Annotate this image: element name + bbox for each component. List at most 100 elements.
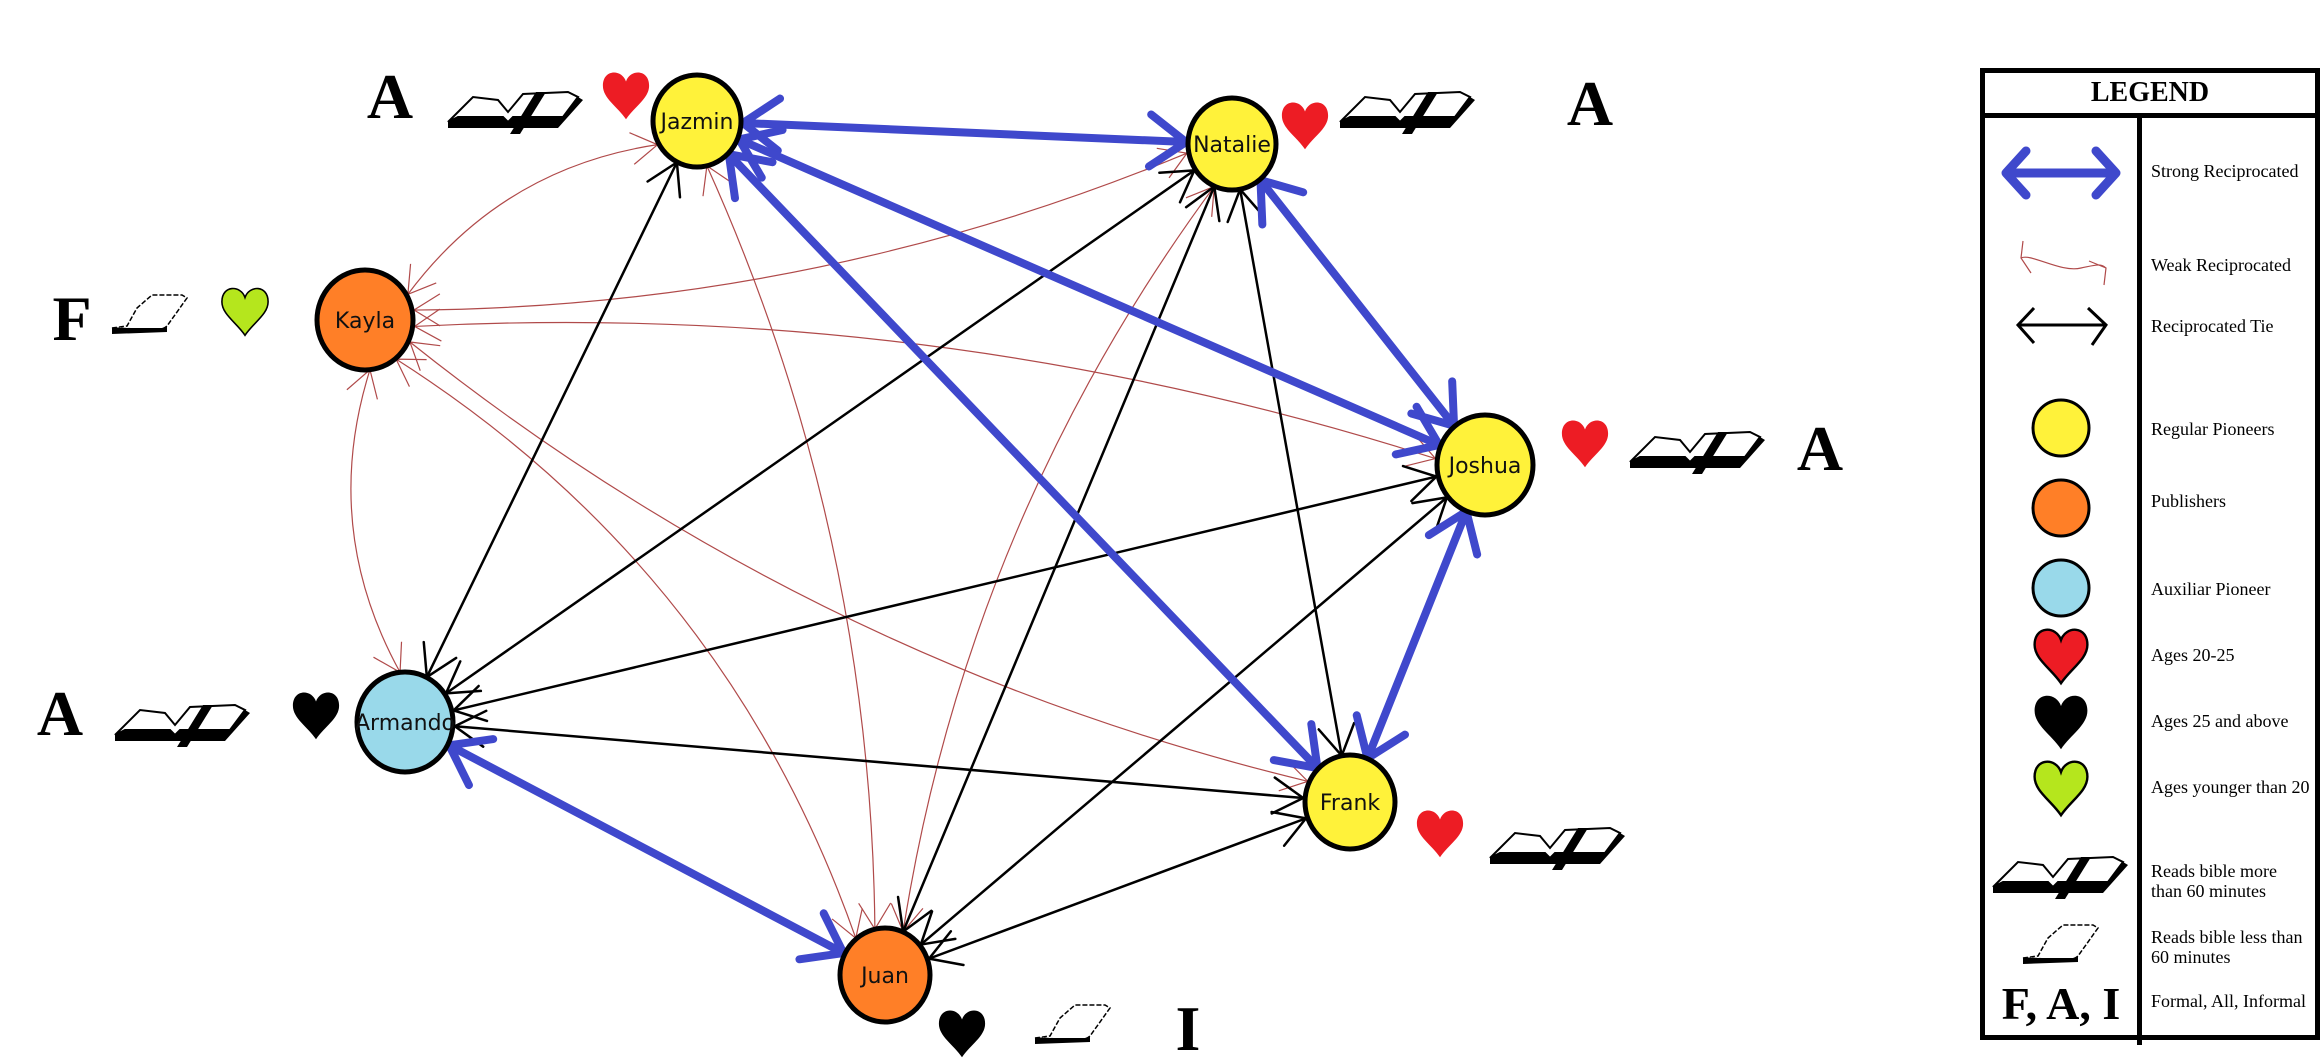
yellow-circle-icon <box>1985 393 2137 463</box>
weak-edge-jazmin-juan <box>702 164 892 931</box>
legend-label: Auxiliar Pioneer <box>2151 579 2271 599</box>
tie-arrow-icon <box>1985 298 2137 358</box>
legend-item-bible-more: Reads bible more than 60 minutes <box>1985 833 2315 903</box>
regular-pioneer-circle <box>1185 95 1279 193</box>
weak-edge-kayla-natalie <box>412 147 1188 327</box>
strong-edge-joshua-frank <box>1352 507 1482 763</box>
regular-pioneer-circle <box>650 72 744 170</box>
thin-book-icon <box>111 294 188 335</box>
legend-item-ages-25-above: Ages 25 and above <box>1985 689 2315 755</box>
thin-book-icon <box>1034 1004 1111 1045</box>
strong-edge-natalie-joshua <box>1256 176 1459 430</box>
legend-label: Weak Reciprocated <box>2151 255 2291 275</box>
regular-pioneer-circle <box>1302 752 1398 852</box>
thick-book-icon <box>447 91 584 135</box>
red-heart-icon <box>602 72 650 120</box>
legend-item-letters: F, A, I Formal, All, Informal <box>1985 973 2315 1033</box>
legend-label: Reads bible more than 60 minutes <box>2151 861 2277 901</box>
legend-item-strong: Strong Reciprocated <box>1985 133 2315 213</box>
thick-book-icon <box>1339 91 1476 135</box>
publisher-circle <box>837 925 933 1025</box>
red-heart-icon <box>1985 623 2137 689</box>
legend-item-publishers: Publishers <box>1985 473 2315 543</box>
red-heart-icon <box>1416 810 1464 858</box>
thick-book-icon <box>114 704 251 748</box>
node-label: Natalie <box>1193 133 1271 158</box>
strong-edge-jazmin-natalie <box>738 94 1191 171</box>
tie-edge-natalie-juan <box>896 185 1221 933</box>
weak-edge-kayla-frank <box>409 341 1309 792</box>
legend: LEGEND Strong Reciprocated Weak Reciproc… <box>1980 68 2320 1045</box>
contact-type-letter: I <box>1176 993 1201 1058</box>
green-heart-icon <box>221 287 269 337</box>
lightblue-circle-icon <box>1985 553 2137 623</box>
legend-item-auxiliar-pioneer: Auxiliar Pioneer <box>1985 553 2315 623</box>
strong-arrow-icon <box>1985 133 2137 213</box>
node-armando[interactable]: Armando <box>354 669 456 775</box>
weak-edge-kayla-armando <box>346 368 403 674</box>
legend-label: Publishers <box>2151 491 2227 511</box>
node-label: Armando <box>355 711 455 736</box>
orange-circle-icon <box>1985 473 2137 543</box>
weak-arrow-icon <box>1985 228 2137 298</box>
letters-icon: F, A, I <box>2001 977 2121 1029</box>
contact-type-letter: A <box>367 61 413 132</box>
legend-label: Formal, All, Informal <box>2151 991 2306 1011</box>
legend-divider <box>2137 118 2142 1045</box>
contact-type-letter: A <box>37 678 83 749</box>
thick-book-icon <box>1489 827 1626 871</box>
black-heart-icon <box>292 692 340 740</box>
node-joshua[interactable]: Joshua <box>1434 412 1536 518</box>
node-attributes: A A F A A I <box>37 61 1843 1058</box>
thick-book-icon <box>1985 833 2137 903</box>
legend-label: Regular Pioneers <box>2151 419 2275 439</box>
weak-edge-kayla-juan <box>395 358 863 940</box>
green-heart-icon <box>1985 755 2137 821</box>
node-juan[interactable]: Juan <box>837 925 933 1025</box>
node-label: Frank <box>1320 791 1381 816</box>
strong-edge-armando-juan <box>445 735 848 964</box>
tie-edge-joshua-armando <box>452 464 1438 723</box>
contact-type-letter: F <box>52 283 91 354</box>
contact-type-letter: A <box>1797 413 1843 484</box>
publisher-circle <box>314 267 416 373</box>
strong-edge-jazmin-joshua <box>735 125 1444 459</box>
node-kayla[interactable]: Kayla <box>314 267 416 373</box>
tie-edge-jazmin-armando <box>422 161 682 679</box>
tie-edge-joshua-juan <box>919 496 1449 946</box>
weak-edges <box>346 132 1437 940</box>
legend-label: Strong Reciprocated <box>2151 161 2299 181</box>
node-natalie[interactable]: Natalie <box>1185 95 1279 193</box>
node-label: Kayla <box>335 309 395 334</box>
red-heart-icon <box>1281 102 1329 150</box>
node-frank[interactable]: Frank <box>1302 752 1398 852</box>
legend-item-ages-20-25: Ages 20-25 <box>1985 623 2315 689</box>
weak-edge-kayla-jazmin <box>407 132 659 296</box>
red-heart-icon <box>1561 420 1609 468</box>
legend-label: Ages 25 and above <box>2151 711 2289 731</box>
thick-book-icon <box>1629 431 1766 475</box>
legend-label: Ages 20-25 <box>2151 645 2235 665</box>
tie-edges <box>422 161 1449 967</box>
node-jazmin[interactable]: Jazmin <box>650 72 744 170</box>
regular-pioneer-circle <box>1434 412 1536 518</box>
strong-edge-jazmin-frank <box>724 150 1322 773</box>
legend-label: Reciprocated Tie <box>2151 316 2274 336</box>
legend-item-regular-pioneers: Regular Pioneers <box>1985 393 2315 463</box>
legend-item-ages-under-20: Ages younger than 20 <box>1985 755 2315 821</box>
network-diagram: JazminNatalieKaylaJoshuaArmandoFrankJuan… <box>37 61 1843 1058</box>
black-heart-icon <box>938 1010 986 1058</box>
node-label: Jazmin <box>658 110 733 135</box>
node-label: Juan <box>859 964 909 989</box>
legend-title: LEGEND <box>1985 73 2315 118</box>
black-heart-icon <box>1985 689 2137 755</box>
legend-item-bible-less: Reads bible less than 60 minutes <box>1985 913 2315 973</box>
contact-type-letter: A <box>1567 68 1613 139</box>
legend-label: Ages younger than 20 <box>2151 777 2310 797</box>
thin-book-icon <box>1985 913 2137 973</box>
legend-label: Reads bible less than 60 minutes <box>2151 927 2303 967</box>
weak-edge-natalie-juan <box>890 185 1215 933</box>
auxiliar-pioneer-circle <box>354 669 456 775</box>
legend-item-weak: Weak Reciprocated <box>1985 228 2315 298</box>
